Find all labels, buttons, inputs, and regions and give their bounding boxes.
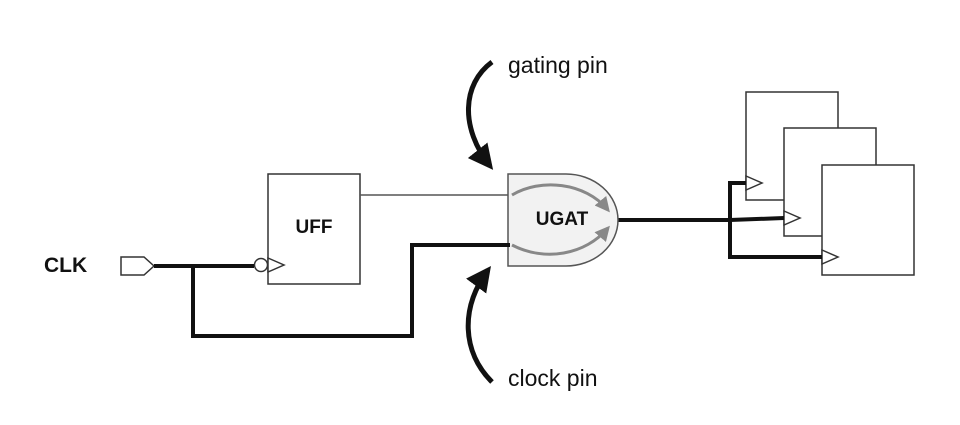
ugat-label: UGAT [536, 209, 589, 230]
source-clock-tree [154, 243, 510, 338]
clock-pin-timing-arc-icon [511, 225, 610, 256]
gated-clock-fanout [618, 181, 822, 259]
gating-pin-annotation: gating pin [508, 52, 608, 78]
clock-pin-pointer-arrow [465, 265, 494, 384]
gating-pin-timing-arc-icon [511, 183, 610, 213]
clk-to-ugat-wire [191, 243, 510, 338]
fanout-branch-back [728, 181, 746, 220]
uff-label: UFF [296, 217, 333, 238]
downstream-flip-flops [745, 91, 915, 276]
fanout-branch-middle [729, 216, 785, 222]
clk-label: CLK [44, 254, 87, 277]
fanout-branch-front [728, 220, 822, 259]
uff-inversion-bubble [253, 257, 269, 273]
clk-input-port [120, 256, 156, 276]
gating-pin-pointer-arrow [466, 59, 494, 170]
clock-pin-annotation: clock pin [508, 365, 597, 391]
